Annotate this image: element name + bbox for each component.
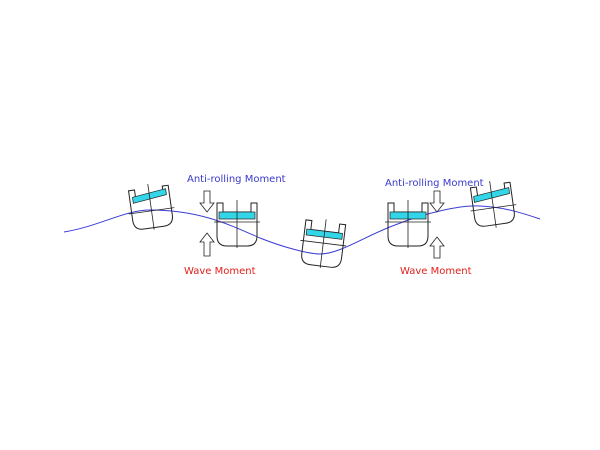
wave-arrow-left [199,232,215,257]
ship-hull-3 [300,219,347,268]
anti-rolling-moment-label-right: Anti-rolling Moment [385,178,484,189]
ship-hull-2 [214,200,260,248]
wave-arrow-right [429,236,445,259]
anti-rolling-moment-label-left: Anti-rolling Moment [187,174,286,185]
wave-moment-label-right: Wave Moment [400,266,472,277]
wave-curve [63,205,541,255]
anti-rolling-arrow-left [199,190,215,213]
wave-moment-label-left: Wave Moment [184,266,256,277]
ship-hull-5 [469,181,517,228]
ship-hull-1 [127,184,175,230]
anti-rolling-arrow-right [429,190,445,213]
ship-hull-4 [385,200,431,248]
